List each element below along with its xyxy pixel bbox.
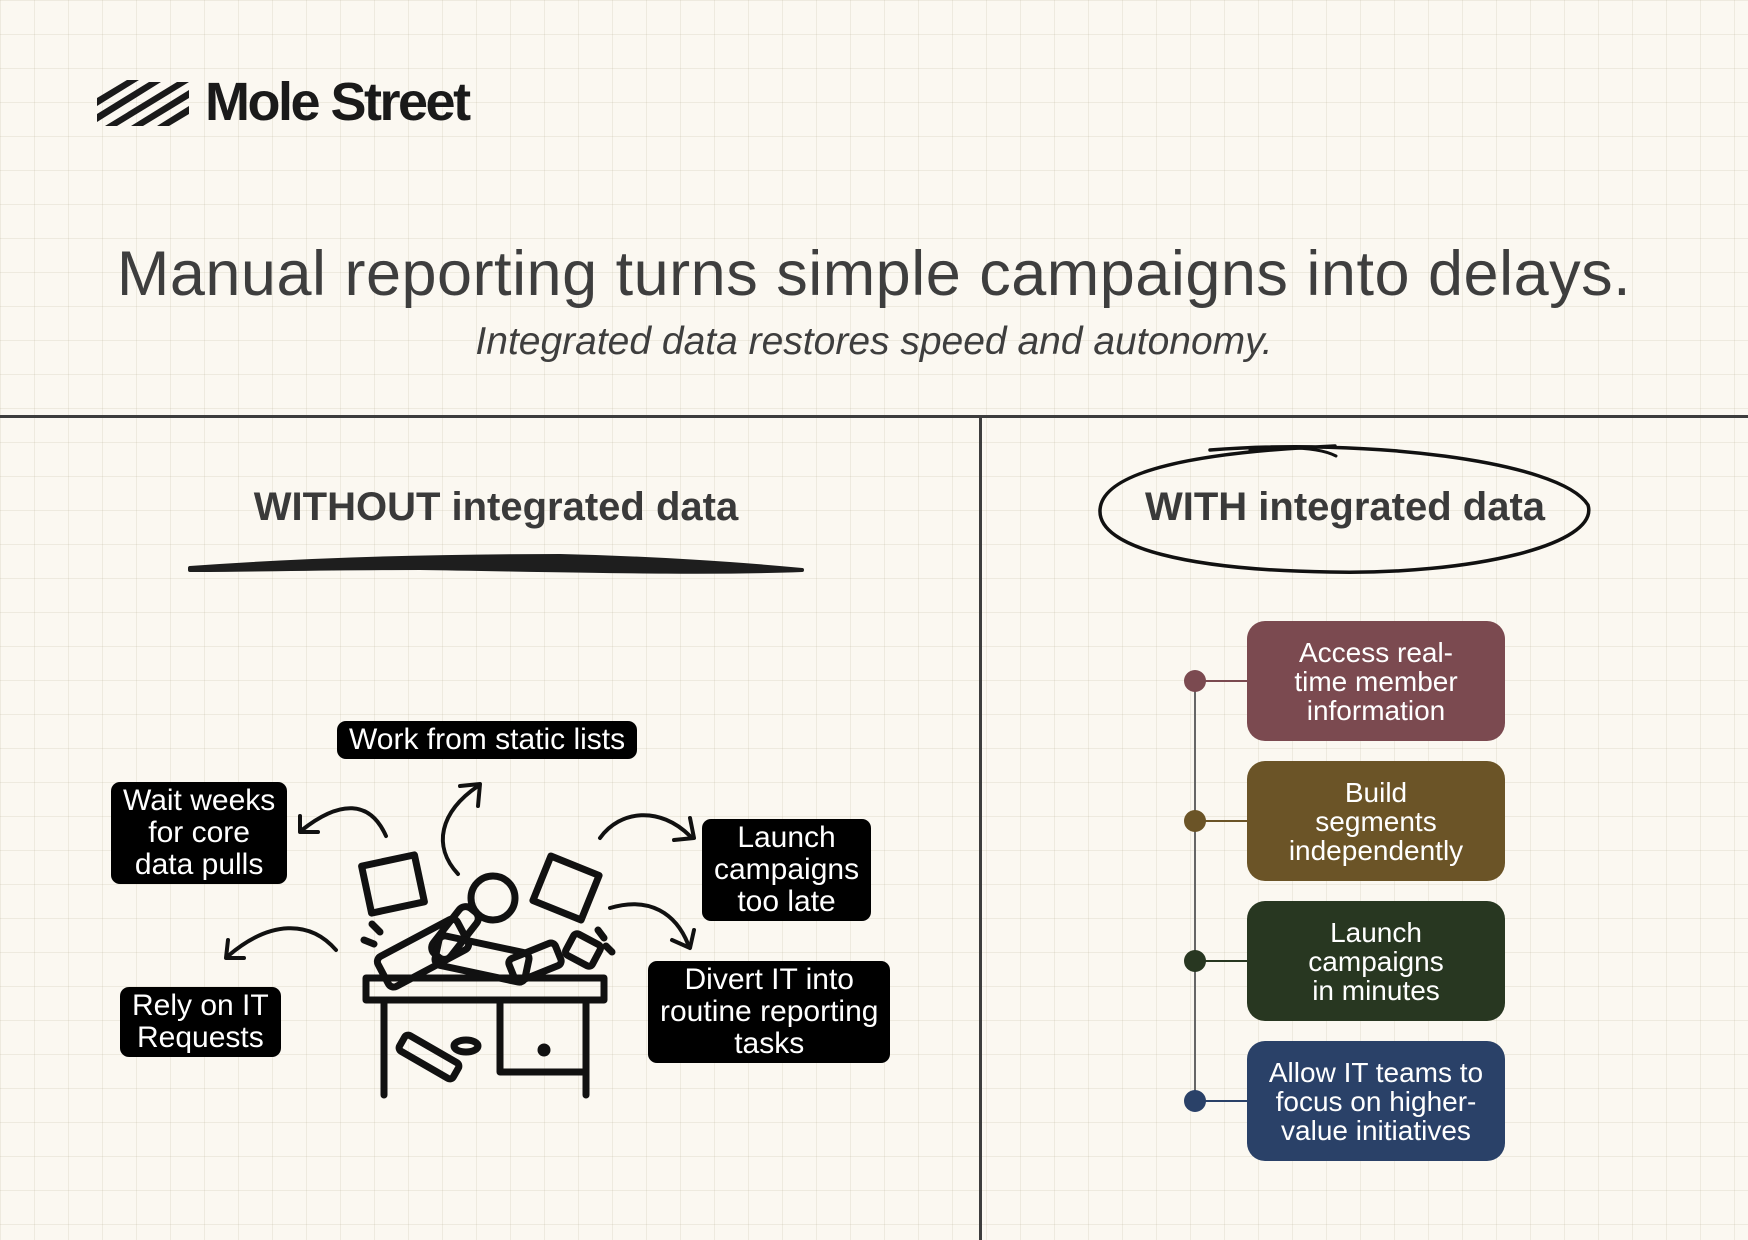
heading-ellipse: [1098, 444, 1591, 574]
timeline-dot: [1184, 670, 1206, 692]
timeline-connectors: [1195, 680, 1247, 1102]
divert-it-tag: Divert IT into routine reporting tasks: [648, 961, 891, 1063]
card-allow-it-teams: Allow IT teams to focus on higher- value…: [1247, 1041, 1505, 1161]
rely-on-it-tag: Rely on IT Requests: [120, 987, 281, 1057]
left-column-heading: WITHOUT integrated data: [253, 485, 739, 529]
arrows: [224, 782, 696, 960]
page-title: Manual reporting turns simple campaigns …: [116, 239, 1632, 309]
arrow-to-wait-weeks: [298, 806, 388, 838]
timeline-dot: [1184, 810, 1206, 832]
diagonal-stripes-icon: [97, 80, 189, 126]
arrow-to-divert-it: [608, 902, 696, 950]
timeline-dot: [1184, 1090, 1206, 1112]
arrow-to-launch-late: [598, 813, 696, 842]
page-subtitle: Integrated data restores speed and auton…: [475, 320, 1273, 363]
arrow-to-rely-it: [224, 926, 338, 960]
static-lists-tag: Work from static lists: [337, 721, 638, 759]
vertical-divider: [979, 415, 982, 1240]
timeline-dot: [1184, 950, 1206, 972]
wait-weeks-tag: Wait weeks for core data pulls: [111, 782, 288, 884]
messy-desk-icon: [358, 851, 616, 1099]
launch-late-tag: Launch campaigns too late: [702, 819, 872, 921]
horizontal-divider: [0, 415, 1748, 418]
card-launch-minutes: Launch campaigns in minutes: [1247, 901, 1505, 1021]
brand-name: Mole Street: [205, 72, 471, 132]
arrow-to-static-lists: [440, 782, 482, 876]
heading-underline: [188, 554, 804, 574]
card-build-segments: Build segments independently: [1247, 761, 1505, 881]
right-column-heading: WITH integrated data: [1144, 485, 1546, 529]
card-access-real-time: Access real- time member information: [1247, 621, 1505, 741]
brand-logo: Mole Street: [97, 72, 471, 132]
